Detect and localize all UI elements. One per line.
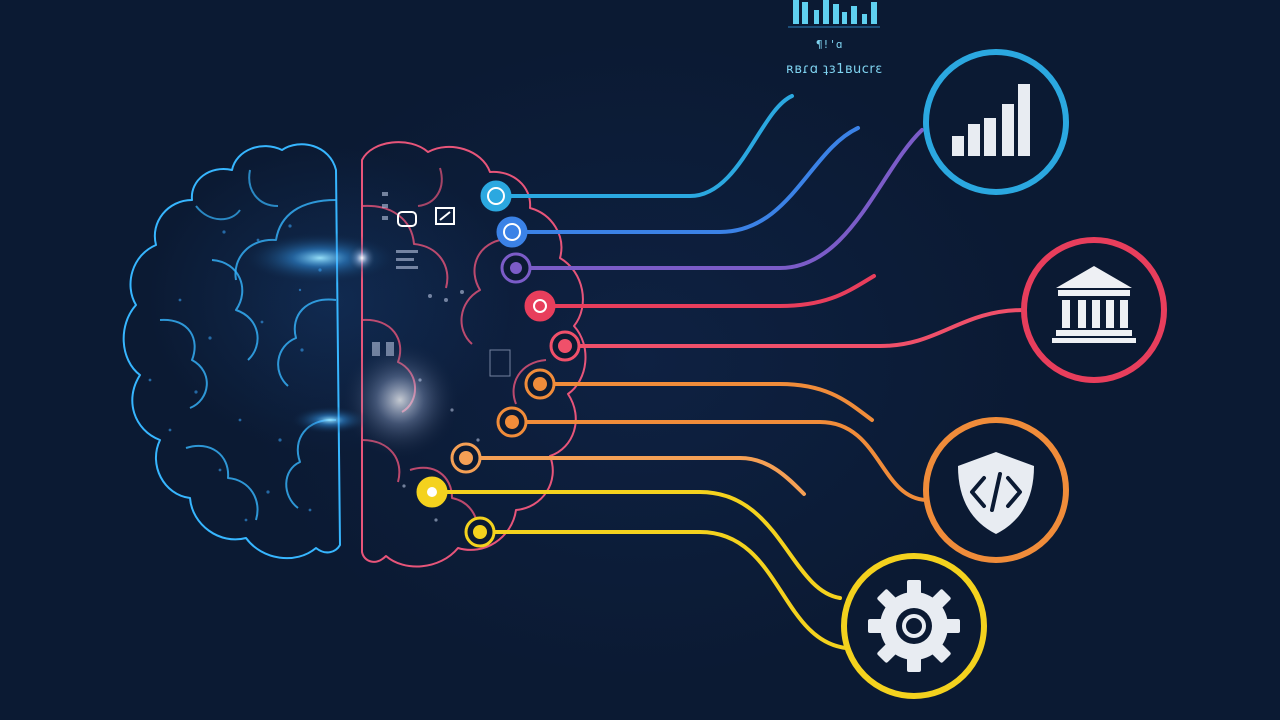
glow-lower-left — [290, 406, 370, 434]
caption-small: ¶!'ɑ — [816, 38, 843, 51]
bank-icon-circle — [1021, 237, 1167, 383]
node-yellow-1 — [416, 476, 448, 508]
line-coral — [578, 308, 1026, 348]
line-cyan — [508, 94, 794, 198]
brain-mini-icons — [397, 207, 455, 227]
bar-chart-icon — [952, 84, 1030, 156]
line-yellow-1 — [444, 490, 842, 600]
node-orange-1 — [524, 368, 556, 400]
node-circles — [416, 180, 581, 548]
line-purple — [528, 128, 924, 270]
brain-left-hemisphere — [122, 143, 341, 560]
code-shield-icon-circle — [923, 417, 1069, 563]
gear-icon — [868, 580, 960, 672]
line-orange-light — [478, 456, 806, 496]
brain-left-texture — [148, 224, 322, 522]
node-blue — [496, 216, 528, 248]
top-mini-bar-chart — [788, 0, 880, 28]
connection-lines — [444, 94, 1026, 650]
line-blue — [522, 126, 860, 234]
glow-lower — [340, 340, 460, 460]
node-red — [524, 290, 556, 322]
bank-building-icon — [1052, 266, 1136, 343]
line-orange-1 — [552, 382, 874, 422]
gear-icon-circle — [841, 553, 987, 699]
node-purple — [500, 252, 532, 284]
caption-text: ʀʙɾɑ ʇɜ1ʙucrɛ — [786, 62, 883, 77]
bar-chart-icon-circle — [923, 49, 1069, 195]
code-shield-icon — [958, 452, 1034, 534]
node-orange-2 — [496, 406, 528, 438]
node-yellow-2 — [464, 516, 496, 548]
node-coral — [549, 330, 581, 362]
node-cyan — [480, 180, 512, 212]
node-orange-light — [450, 442, 482, 474]
line-orange-2 — [524, 420, 928, 502]
line-yellow-2 — [492, 530, 848, 650]
glow-node — [348, 244, 376, 272]
line-red — [544, 274, 876, 308]
